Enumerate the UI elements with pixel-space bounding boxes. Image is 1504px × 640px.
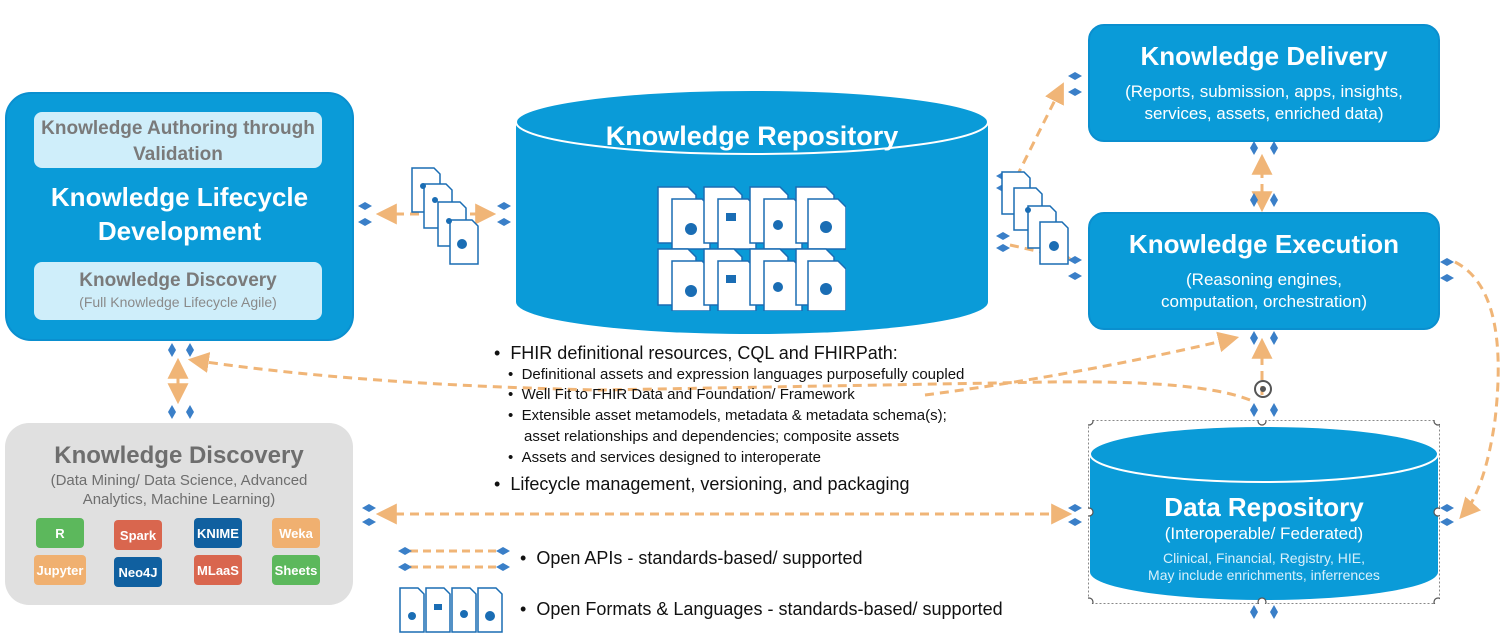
- data-repository-cylinder: [1088, 420, 1440, 604]
- discovery-line1: (Data Mining/ Data Science, Advanced: [50, 472, 308, 489]
- legend-apis: • Open APIs - standards-based/ supported: [520, 548, 863, 568]
- bullet-sub-3-cont: asset relationships and dependencies; co…: [524, 428, 900, 445]
- delivery-box: [1088, 24, 1440, 142]
- legend-api-arrows-icon: [398, 547, 510, 571]
- tool-sheets: Sheets: [272, 555, 320, 585]
- legend-formats: • Open Formats & Languages - standards-b…: [520, 599, 1003, 619]
- tool-neo4j: Neo4J: [114, 557, 162, 587]
- rotate-handle-icon: [1254, 380, 1272, 398]
- execution-box: [1088, 212, 1440, 330]
- tool-knime: KNIME: [194, 518, 242, 548]
- repository-assets-icons: [657, 186, 846, 311]
- bullet-sub-1: • Definitional assets and expression lan…: [508, 366, 965, 383]
- bullet-sub-1-text: Definitional assets and expression langu…: [521, 366, 965, 383]
- execution-line1: (Reasoning engines,: [1186, 270, 1342, 289]
- bullet-sub-4: • Assets and services designed to intero…: [508, 449, 821, 466]
- data-repository-line2: May include enrichments, inferrences: [1148, 567, 1380, 583]
- lifecycle-title-line2: Development: [97, 216, 262, 246]
- asset-documents-icon: [411, 167, 479, 265]
- bullet-main-1-text: FHIR definitional resources, CQL and FHI…: [510, 343, 898, 363]
- repo-output-documents-icon: [1001, 171, 1069, 265]
- bullet-sub-2-text: Well Fit to FHIR Data and Foundation/ Fr…: [521, 386, 855, 403]
- tool-jupyter: Jupyter: [34, 555, 86, 585]
- repository-title: Knowledge Repository: [605, 121, 899, 151]
- datarepo-lifecycle-arrow: [187, 352, 1251, 402]
- data-repository-subtitle: (Interoperable/ Federated): [1164, 524, 1364, 543]
- legend-apis-text: Open APIs - standards-based/ supported: [536, 548, 863, 568]
- discovery-execution-arrow: [924, 331, 1240, 397]
- execution-datarepo-loop-arrow: [1454, 260, 1500, 520]
- discovery-title: Knowledge Discovery: [54, 442, 304, 469]
- data-repository-line1: Clinical, Financial, Registry, HIE,: [1162, 550, 1366, 566]
- bullet-main-1: • FHIR definitional resources, CQL and F…: [494, 343, 898, 363]
- bullet-sub-3-text: Extensible asset metamodels, metadata & …: [521, 407, 947, 424]
- tool-r: R: [36, 518, 84, 548]
- lifecycle-title-line1: Knowledge Lifecycle: [50, 182, 309, 212]
- delivery-line2: services, assets, enriched data): [1144, 104, 1384, 123]
- bullet-sub-2: • Well Fit to FHIR Data and Foundation/ …: [508, 386, 855, 403]
- execution-title: Knowledge Execution: [1128, 229, 1400, 259]
- bullet-main-2-text: Lifecycle management, versioning, and pa…: [510, 474, 910, 494]
- delivery-title: Knowledge Delivery: [1140, 41, 1388, 71]
- bullet-sub-4-text: Assets and services designed to interope…: [521, 449, 821, 466]
- delivery-line1: (Reports, submission, apps, insights,: [1125, 82, 1403, 101]
- tool-weka: Weka: [272, 518, 320, 548]
- tool-mlaas: MLaaS: [194, 555, 242, 585]
- lifecycle-discovery-sub: (Full Knowledge Lifecycle Agile): [79, 294, 277, 310]
- execution-line2: computation, orchestration): [1161, 292, 1367, 311]
- lifecycle-discovery-title: Knowledge Discovery: [79, 270, 277, 291]
- data-repository-title: Data Repository: [1164, 492, 1364, 522]
- tool-spark: Spark: [114, 520, 162, 550]
- authoring-label: Knowledge Authoring through Validation: [34, 112, 322, 168]
- lifecycle-discovery-panel: [34, 262, 322, 320]
- legend-formats-text: Open Formats & Languages - standards-bas…: [536, 599, 1003, 619]
- bullet-sub-3: • Extensible asset metamodels, metadata …: [508, 407, 947, 424]
- bullet-main-2: • Lifecycle management, versioning, and …: [494, 474, 910, 494]
- legend-formats-icon: [399, 587, 503, 633]
- discovery-line2: Analytics, Machine Learning): [82, 491, 276, 508]
